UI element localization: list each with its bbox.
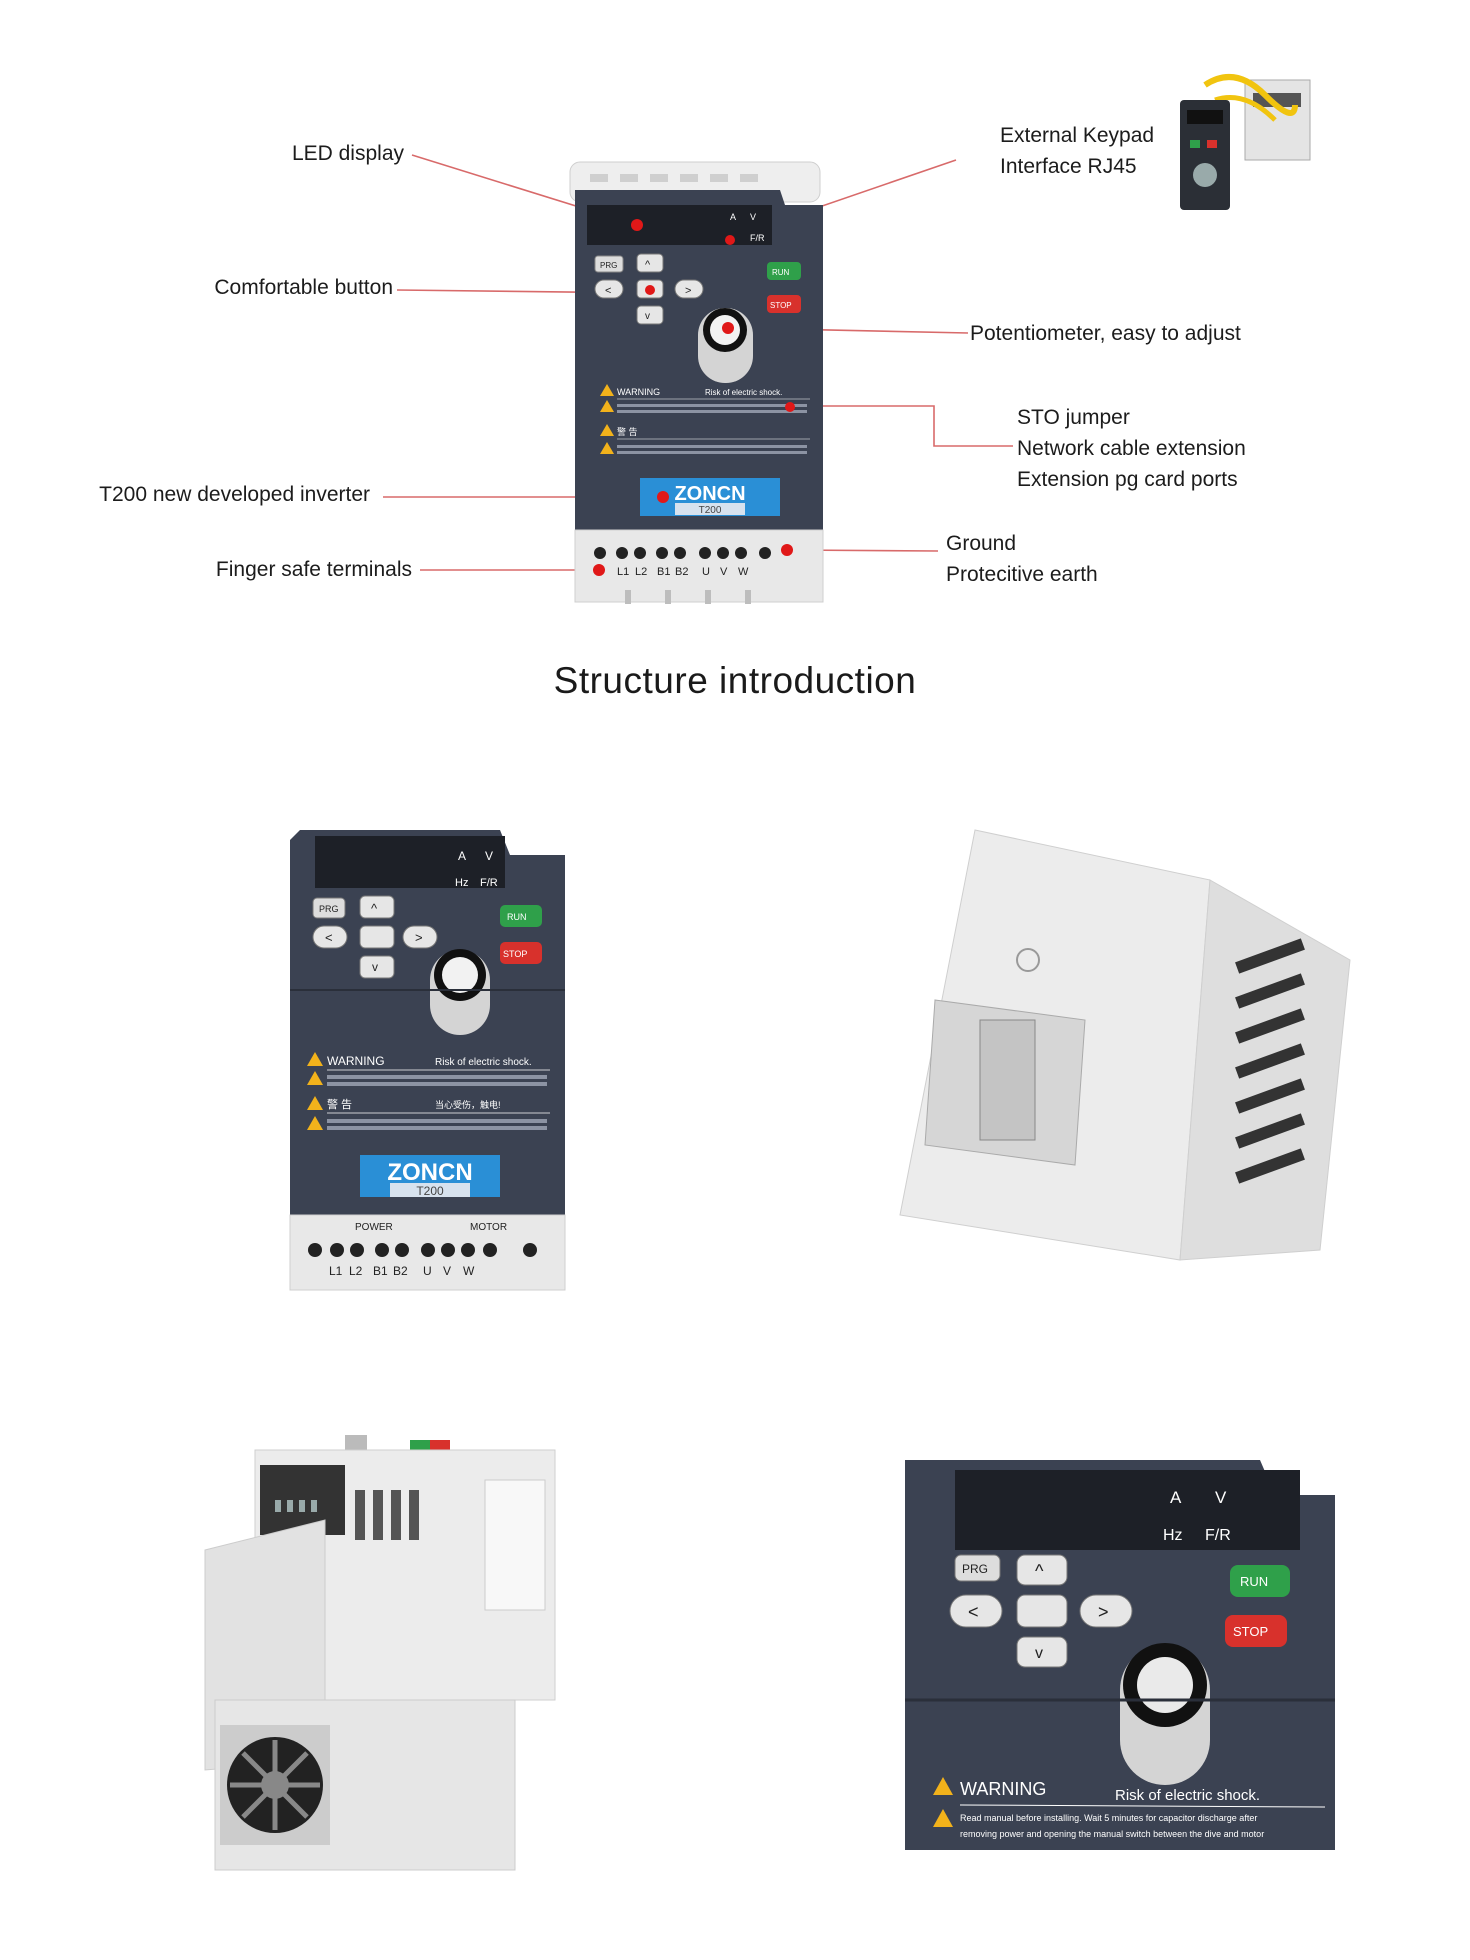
callout-finger-safe-terminals: Finger safe terminals <box>215 558 412 581</box>
front-cn-warning: 警 告 <box>327 1097 352 1111</box>
front-indicator-hz: Hz <box>455 877 468 889</box>
svg-text:W: W <box>738 566 749 578</box>
callout-led-display: LED display <box>291 142 404 165</box>
warning-title-top: WARNING <box>617 387 660 397</box>
svg-text:B2: B2 <box>675 566 688 578</box>
inverter-front-view: A V Hz F/R PRG ^ < > v RUN STOP WARNING … <box>289 830 566 1291</box>
front-term-l1: L1 <box>329 1264 343 1278</box>
inverter-side-view <box>204 1435 556 1871</box>
front-indicator-fr: F/R <box>480 877 498 889</box>
svg-text:v: v <box>1035 1645 1043 1662</box>
svg-text:L2: L2 <box>635 566 647 578</box>
svg-text:V: V <box>720 566 728 578</box>
front-term-w: W <box>463 1264 475 1278</box>
closeup-indicator-v: V <box>1215 1488 1227 1507</box>
inverter-front-annotated: A V F/R PRG ^ < > v RUN STOP WARNING Ris… <box>569 161 824 604</box>
callout-sto-line1: STO jumper <box>1017 406 1130 429</box>
callout-sto-line3: Extension pg card ports <box>1017 468 1238 491</box>
warning-risk-top: Risk of electric shock. <box>705 388 782 397</box>
brand-name-top: ZONCN <box>674 483 745 505</box>
front-model: T200 <box>416 1184 444 1198</box>
front-warning-risk: Risk of electric shock. <box>435 1057 532 1068</box>
front-btn-run: RUN <box>507 912 527 922</box>
svg-text:警 告: 警 告 <box>617 426 638 437</box>
indicator-fr: F/R <box>750 233 765 243</box>
svg-text:>: > <box>1098 1602 1109 1622</box>
closeup-indicator-hz: Hz <box>1163 1527 1183 1544</box>
closeup-warning-risk: Risk of electric shock. <box>1115 1787 1260 1804</box>
closeup-btn-stop: STOP <box>1233 1624 1268 1639</box>
btn-run-label: RUN <box>772 268 790 277</box>
closeup-indicator-fr: F/R <box>1205 1527 1231 1544</box>
closeup-warning-text2: removing power and opening the manual sw… <box>960 1829 1264 1839</box>
external-keypad-image <box>1180 74 1311 210</box>
svg-text:^: ^ <box>1035 1561 1044 1581</box>
front-term-b1: B1 <box>373 1264 388 1278</box>
section-title: Structure introduction <box>553 660 917 701</box>
callout-ground: Ground Protecitive earth <box>946 528 1098 590</box>
callout-sto-jumper: STO jumper Network cable extension Exten… <box>1017 402 1246 495</box>
indicator-v: V <box>750 212 756 222</box>
svg-text:<: < <box>968 1602 979 1622</box>
svg-text:<: < <box>325 930 333 945</box>
front-warning-title: WARNING <box>327 1054 385 1068</box>
callout-comfortable-button: Comfortable button <box>214 276 393 299</box>
closeup-btn-run: RUN <box>1240 1574 1268 1589</box>
front-term-v: V <box>443 1264 451 1278</box>
front-term-b2: B2 <box>393 1264 408 1278</box>
model-top: T200 <box>699 505 722 516</box>
callout-ground-line1: Ground <box>946 532 1017 555</box>
callout-keypad-line2: Interface RJ45 <box>1000 155 1137 178</box>
svg-text:>: > <box>415 930 423 945</box>
inverter-back-view <box>899 829 1351 1261</box>
indicator-a: A <box>730 212 736 222</box>
svg-text:^: ^ <box>645 259 651 271</box>
closeup-warning-title: WARNING <box>960 1779 1046 1799</box>
svg-text:v: v <box>372 960 378 974</box>
callout-keypad-line1: External Keypad <box>1000 124 1155 147</box>
closeup-indicator-a: A <box>1170 1488 1182 1507</box>
callout-t200-inverter: T200 new developed inverter <box>99 483 370 506</box>
front-indicator-v: V <box>485 849 493 863</box>
front-btn-stop: STOP <box>503 949 527 959</box>
front-motor-label: MOTOR <box>470 1222 507 1233</box>
closeup-btn-prg: PRG <box>962 1562 988 1576</box>
front-cn-risk: 当心受伤，触电! <box>435 1099 501 1110</box>
inverter-closeup-view: A V Hz F/R PRG ^ < > v RUN STOP WARNING … <box>905 1460 1335 1850</box>
svg-text:B1: B1 <box>657 566 670 578</box>
svg-text:<: < <box>605 285 611 297</box>
front-term-l2: L2 <box>349 1264 363 1278</box>
callout-sto-line2: Network cable extension <box>1017 437 1246 460</box>
callout-potentiometer: Potentiometer, easy to adjust <box>970 322 1241 345</box>
svg-text:U: U <box>702 566 710 578</box>
annotation-markers <box>593 219 795 576</box>
front-btn-prg: PRG <box>319 904 339 914</box>
front-brand: ZONCN <box>387 1159 472 1186</box>
callout-external-keypad: External Keypad Interface RJ45 <box>1000 120 1154 182</box>
btn-prg-label: PRG <box>600 261 617 270</box>
svg-text:v: v <box>645 311 650 322</box>
svg-text:^: ^ <box>371 901 378 916</box>
svg-text:>: > <box>685 285 691 297</box>
front-indicator-a: A <box>458 849 466 863</box>
front-power-label: POWER <box>355 1222 393 1233</box>
btn-stop-label: STOP <box>770 301 792 310</box>
svg-text:L1: L1 <box>617 566 629 578</box>
callout-ground-line2: Protecitive earth <box>946 563 1098 586</box>
closeup-warning-text1: Read manual before installing. Wait 5 mi… <box>960 1813 1257 1823</box>
front-term-u: U <box>423 1264 432 1278</box>
